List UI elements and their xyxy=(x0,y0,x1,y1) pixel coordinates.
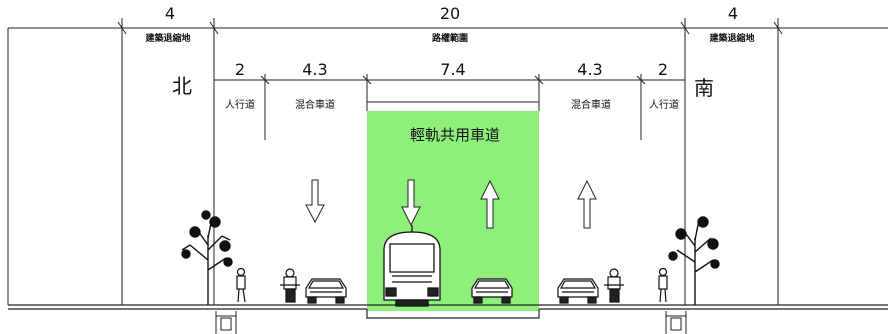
label-left-setback: 建築退縮地 xyxy=(145,34,191,44)
lrt-lane-label: 輕軌共用車道 xyxy=(409,126,500,144)
lane-width-mixed-right: 4.3 xyxy=(577,60,603,79)
lane-width-sidewalk-right: 2 xyxy=(657,60,669,79)
lane-width-sidewalk-left: 2 xyxy=(234,60,246,79)
lane-width-lrt: 7.4 xyxy=(440,60,466,79)
dimension-right-setback: 4 xyxy=(727,4,739,23)
lane-label-sidewalk-right: 人行道 xyxy=(649,100,679,111)
car-icon xyxy=(557,278,599,304)
arrow-up-icon xyxy=(577,179,597,229)
label-right-setback: 建築退縮地 xyxy=(709,34,755,44)
label-road-range: 路權範圍 xyxy=(431,34,468,44)
lane-label-mixed-right: 混合車道 xyxy=(571,100,611,111)
ground-line xyxy=(8,304,888,319)
car-icon xyxy=(305,278,347,304)
lane-label-sidewalk-left: 人行道 xyxy=(225,100,255,111)
arrow-down-icon xyxy=(401,179,421,227)
lane-label-mixed-left: 混合車道 xyxy=(295,100,335,111)
pedestrian-icon xyxy=(658,267,668,303)
top-dimension-line xyxy=(7,18,888,305)
label-north: 北 xyxy=(172,74,192,98)
dimension-left-setback: 4 xyxy=(164,4,176,23)
pedestrian-icon xyxy=(236,267,246,303)
scooter-icon xyxy=(280,268,300,303)
drain-icon xyxy=(215,311,237,334)
lane-width-mixed-left: 4.3 xyxy=(302,60,328,79)
scooter-icon xyxy=(604,268,624,303)
lane-dimension-line xyxy=(213,74,686,140)
tree-icon xyxy=(668,216,720,305)
car-icon xyxy=(471,278,513,304)
drain-icon xyxy=(665,311,687,334)
arrow-up-icon xyxy=(480,179,500,229)
label-south: 南 xyxy=(694,76,714,100)
tree-icon xyxy=(181,210,233,305)
dimension-road-range: 20 xyxy=(439,4,461,23)
arrow-down-icon xyxy=(305,179,325,224)
light-rail-icon xyxy=(383,225,441,307)
